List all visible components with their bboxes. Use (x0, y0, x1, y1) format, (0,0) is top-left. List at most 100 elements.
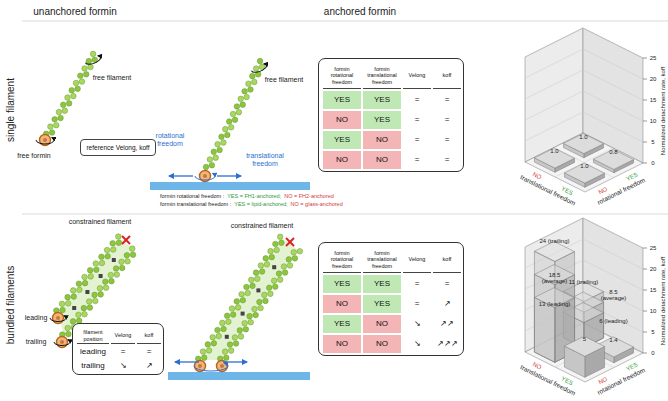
bar-top (564, 163, 604, 183)
parameter-table: filament positionVelongkoffleading==trai… (72, 323, 164, 375)
actin-subunit (266, 285, 272, 291)
actin-subunit (203, 164, 209, 170)
actin-subunit (243, 327, 249, 333)
bar-top (534, 288, 574, 308)
actin-subunit (66, 331, 72, 337)
actin-subunit (238, 334, 244, 340)
actin-subunit (219, 134, 225, 140)
annotation-label: rotational freedom (147, 132, 193, 147)
divider (22, 214, 668, 215)
actin-subunit (245, 290, 251, 296)
row-label: trailing (26, 338, 47, 346)
actin-subunit (130, 252, 136, 258)
grid-line (525, 218, 643, 248)
actin-subunit (226, 319, 232, 325)
actin-subunit (248, 319, 254, 325)
table-cell: YES (323, 315, 361, 333)
actin-subunit (253, 270, 259, 276)
actin-subunit (239, 291, 245, 297)
actin-subunit (205, 342, 211, 348)
actin-subunit (287, 263, 293, 269)
actin-subunit (70, 288, 76, 294)
actin-subunit (54, 122, 60, 128)
actin-subunit (272, 284, 278, 290)
table-cell: leading (77, 346, 109, 358)
axis-tick (643, 163, 647, 164)
bar-value: 0.8 (609, 149, 617, 156)
rotation-arrow (85, 55, 102, 66)
table-cell: ↗ (137, 360, 161, 372)
actin-subunit (250, 283, 256, 289)
actin-subunit (129, 246, 135, 252)
table-cell: YES (323, 91, 361, 109)
actin-subunit (103, 279, 109, 285)
actin-subunit (238, 96, 244, 102)
actin-subunit (110, 241, 116, 247)
actin-subunit (116, 240, 122, 246)
axis-tick-label: 15 (650, 97, 657, 104)
actin-subunit (248, 87, 254, 93)
actin-subunit (60, 102, 66, 108)
table-cell: YES (323, 131, 361, 149)
table-cell: ↗↗↗ (433, 335, 461, 353)
parameter-table: formin rotational freedomformin translat… (318, 242, 464, 356)
table-cell: = (403, 295, 431, 313)
actin-subunit (230, 111, 236, 117)
actin-subunit (257, 299, 263, 305)
actin-subunit (116, 234, 122, 240)
actin-subunit (66, 101, 72, 107)
actin-subunit (65, 294, 71, 300)
rotation-arrow (54, 340, 70, 346)
anchoring-surface (150, 182, 310, 190)
parameter-table: formin rotational freedomformin translat… (318, 58, 464, 172)
actin-subunit (252, 79, 258, 85)
actin-subunit (268, 248, 274, 254)
actin-subunit (253, 312, 259, 318)
actin-subunit (79, 79, 85, 85)
actin-subunit (242, 88, 248, 94)
actin-subunit (236, 109, 242, 115)
bar-top (563, 134, 603, 154)
actin-subunit (210, 334, 216, 340)
actin-subunit (215, 141, 221, 147)
actin-subunit (282, 270, 288, 276)
actin-subunit (104, 247, 110, 253)
actin-subunit (222, 349, 228, 355)
table-cell: Velong (111, 328, 135, 344)
actin-subunit (217, 147, 223, 153)
actin-subunit (82, 280, 88, 286)
actin-subunit (62, 108, 68, 114)
bar-side (534, 274, 554, 362)
actin-subunit (233, 341, 239, 347)
actin-subunit (221, 326, 227, 332)
table-cell: filament position (77, 328, 109, 344)
axis-tick (643, 248, 647, 249)
note-text: formin translational freedom : (160, 201, 231, 207)
axis-tick (643, 269, 647, 270)
divider (22, 21, 668, 22)
table-cell: = (403, 91, 431, 109)
actin-subunit (113, 266, 119, 272)
axis-tick (643, 353, 647, 354)
bar-value: 18.5 (average) (538, 272, 572, 285)
note-text: NO = FH2-anchored (284, 193, 334, 199)
bar-value: 13 (leading) (538, 300, 572, 307)
formin-core (43, 138, 47, 142)
actin-subunit (250, 73, 256, 79)
actin-subunit (228, 348, 234, 354)
actin-subunit (73, 80, 79, 86)
actin-subunit (225, 132, 231, 138)
axis-tick (643, 290, 647, 291)
actin-subunit (119, 265, 125, 271)
grid-line (525, 91, 643, 121)
formin-core (198, 364, 202, 368)
table-cell: NO (323, 111, 361, 129)
bar-top (534, 241, 574, 261)
actin-subunit (213, 155, 219, 161)
actin-subunit (227, 342, 233, 348)
actin-subunit (291, 249, 297, 255)
actin-subunit (230, 312, 236, 318)
actin-subunit (83, 71, 89, 77)
actin-subunit (237, 328, 243, 334)
